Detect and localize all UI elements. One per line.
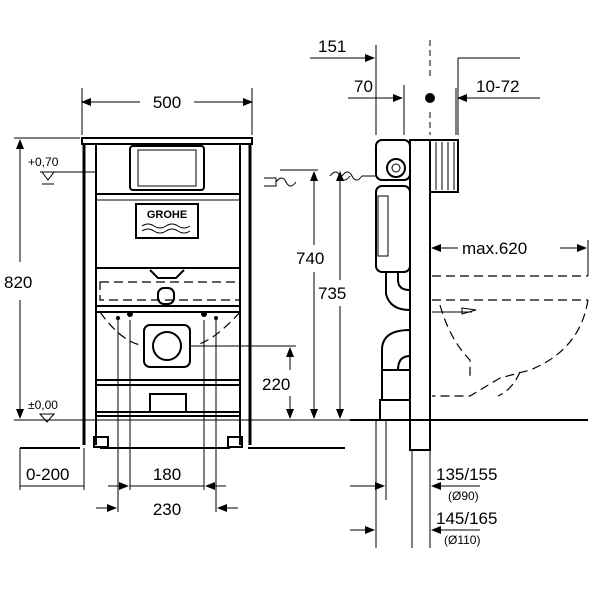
height-820-label: 820 [4, 273, 32, 292]
center-dot [425, 93, 435, 103]
height-740-label: 740 [296, 249, 324, 268]
level-top-label: +0,70 [28, 155, 59, 169]
side-valve [386, 158, 406, 178]
pan-outline-top [99, 281, 241, 301]
front-view: GROHE 500 820 +0,70 [4, 88, 351, 519]
side-flush-bend [385, 271, 411, 312]
cistern-body [95, 193, 241, 269]
dim-145-165-label: 145/165 [436, 509, 497, 528]
frame-right-foot [227, 436, 243, 448]
depth-70-label: 70 [354, 77, 373, 96]
grohe-logo-wave-1 [141, 223, 191, 229]
wall-section [409, 139, 431, 451]
dim-135-155-sub: (Ø90) [448, 489, 479, 503]
side-view: 151 70 10-72 max.620 135/155 (Ø90) 145/1… [310, 37, 589, 548]
side-waste-base [379, 399, 411, 421]
depth-151-label: 151 [318, 37, 346, 56]
side-waste-bend [381, 328, 411, 371]
offset-0-200-label: 0-200 [26, 465, 69, 484]
flush-plate-inner [137, 149, 197, 187]
dim-145-165-sub: (Ø110) [444, 533, 480, 547]
flush-pipe-connector [157, 287, 175, 305]
flush-outlet [149, 269, 185, 279]
width-500-label: 500 [153, 93, 181, 112]
max-620-label: max.620 [462, 239, 527, 258]
level-floor-label: ±0,00 [28, 398, 58, 412]
spacing-230-label: 230 [153, 500, 181, 519]
side-cistern-body [375, 185, 411, 273]
waste-pipe-bore [152, 331, 182, 361]
side-flush-plate [429, 139, 459, 193]
adjust-10-72-label: 10-72 [476, 77, 519, 96]
dim-135-155-label: 135/155 [436, 465, 497, 484]
height-220-label: 220 [262, 375, 290, 394]
grohe-logo-wave-2 [141, 228, 191, 234]
frame-left-foot [93, 436, 109, 448]
side-waste-pipe [381, 369, 411, 401]
frame-mid-rail [95, 305, 241, 313]
side-cistern-top [375, 139, 411, 181]
grohe-logo-box [135, 203, 199, 239]
grohe-logo-text: GROHE [147, 209, 187, 221]
height-735-label: 735 [318, 284, 346, 303]
bowl-body-outline [432, 299, 589, 397]
water-inlet-marker [264, 177, 277, 187]
waste-pipe-bend [149, 393, 187, 413]
frame-lower-rail [95, 379, 241, 386]
spacing-180-label: 180 [153, 465, 181, 484]
bowl-top-outline [432, 275, 588, 301]
flush-plate [129, 145, 205, 191]
frame-top-rail [81, 137, 253, 145]
